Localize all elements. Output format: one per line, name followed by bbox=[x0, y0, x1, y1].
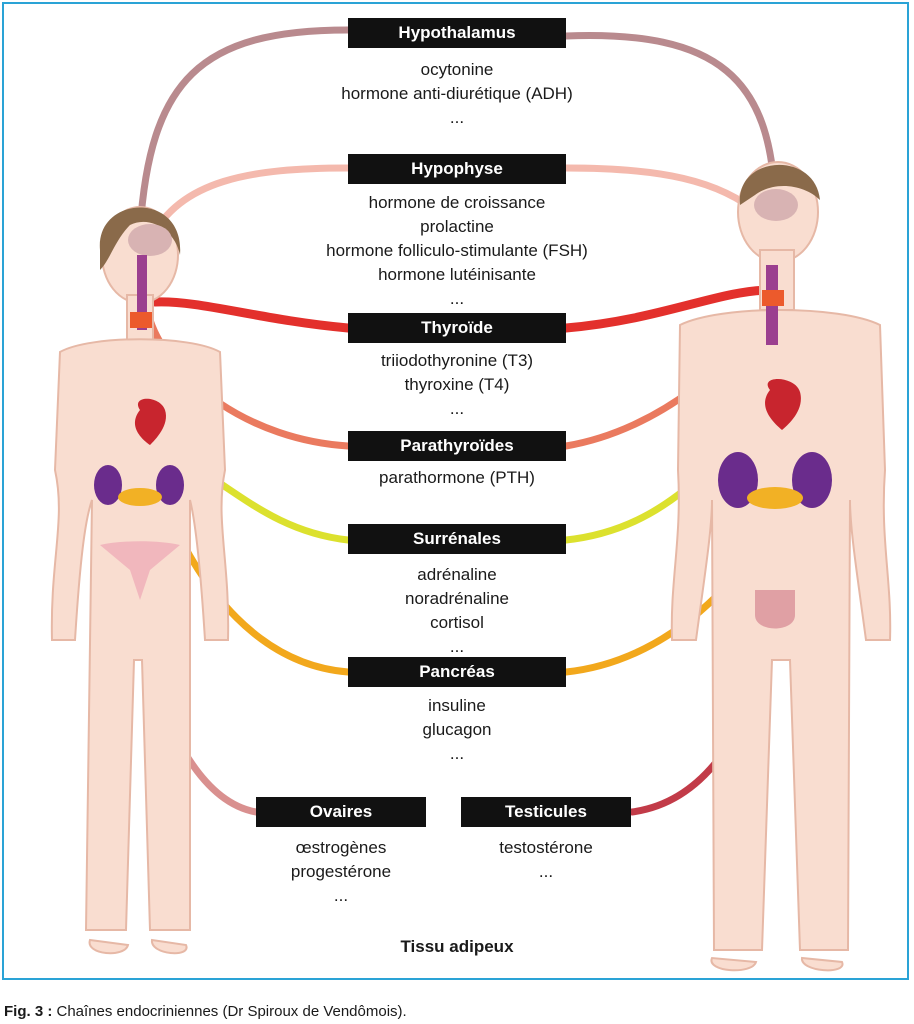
hormones-hypophyse: hormone de croissance prolactine hormone… bbox=[270, 191, 644, 311]
male-left-kidney-icon bbox=[718, 452, 758, 508]
female-brain-icon bbox=[128, 224, 172, 256]
label-ovaires: Ovaires bbox=[256, 797, 426, 827]
hormone-item: ... bbox=[538, 862, 554, 881]
hormone-item: ... bbox=[449, 108, 465, 127]
hormone-item: œstrogènes bbox=[295, 838, 387, 857]
hormone-item: hormone lutéinisante bbox=[378, 265, 536, 284]
hormone-item: noradrénaline bbox=[405, 589, 509, 608]
hormone-item: ... bbox=[449, 637, 465, 656]
hormone-item: ... bbox=[333, 886, 349, 905]
label-testicules: Testicules bbox=[461, 797, 631, 827]
hormone-item: ocytonine bbox=[420, 60, 494, 79]
female-hair-icon bbox=[99, 207, 181, 270]
label-surrenales: Surrénales bbox=[348, 524, 566, 554]
hormone-item: ... bbox=[449, 289, 465, 308]
female-thyroid-icon bbox=[130, 312, 152, 328]
male-right-kidney-icon bbox=[792, 452, 832, 508]
thyroide-connector-left bbox=[150, 297, 353, 333]
hormone-item: progestérone bbox=[290, 862, 392, 881]
hormone-item: cortisol bbox=[430, 613, 484, 632]
hormone-item: parathormone (PTH) bbox=[379, 468, 535, 487]
label-hypophyse: Hypophyse bbox=[348, 154, 566, 184]
female-uterus-icon bbox=[100, 541, 180, 600]
female-organs bbox=[94, 224, 184, 600]
hormones-hypothalamus: ocytonine hormone anti-diurétique (ADH) … bbox=[300, 58, 614, 130]
male-heart-icon bbox=[765, 378, 801, 430]
hormone-item: triiodothyronine (T3) bbox=[380, 351, 534, 370]
female-pituitary-stalk-icon bbox=[137, 255, 147, 330]
figure-caption: Fig. 3 : Chaînes endocriniennes (Dr Spir… bbox=[4, 1003, 407, 1020]
label-hypothalamus: Hypothalamus bbox=[348, 18, 566, 48]
male-pancreas-icon bbox=[747, 487, 803, 509]
hormones-parathyroides: parathormone (PTH) bbox=[300, 466, 614, 490]
hormone-item: insuline bbox=[428, 696, 486, 715]
label-parathyroides: Parathyroïdes bbox=[348, 431, 566, 461]
tissue-label: Tissu adipeux bbox=[400, 937, 514, 956]
hormones-ovaires: œstrogènes progestérone ... bbox=[250, 836, 432, 908]
male-hair-icon bbox=[739, 164, 820, 205]
male-organs bbox=[718, 189, 832, 629]
female-left-kidney-icon bbox=[94, 465, 122, 505]
female-right-kidney-icon bbox=[156, 465, 184, 505]
hormone-item: glucagon bbox=[422, 720, 492, 739]
hormones-testicules: testostérone ... bbox=[455, 836, 637, 884]
hormone-item: adrénaline bbox=[417, 565, 497, 584]
label-thyroide: Thyroïde bbox=[348, 313, 566, 343]
hormone-item: hormone folliculo-stimulante (FSH) bbox=[326, 241, 588, 260]
hormone-item: thyroxine (T4) bbox=[404, 375, 510, 394]
female-pancreas-icon bbox=[118, 488, 162, 506]
male-body bbox=[670, 161, 892, 972]
thyroide-connector-right bbox=[561, 285, 775, 333]
caption-text: Chaînes endocriniennes (Dr Spiroux de Ve… bbox=[52, 1003, 407, 1020]
hormones-surrenales: adrénaline noradrénaline cortisol ... bbox=[300, 563, 614, 659]
figure-frame bbox=[2, 2, 909, 980]
label-pancreas: Pancréas bbox=[348, 657, 566, 687]
hypothalamus-connector-left bbox=[136, 26, 352, 234]
male-testis-icon bbox=[755, 590, 795, 629]
male-brain-icon bbox=[754, 189, 798, 221]
hormone-item: testostérone bbox=[499, 838, 593, 857]
hormones-thyroide: triiodothyronine (T3) thyroxine (T4) ... bbox=[300, 349, 614, 421]
male-thyroid-icon bbox=[762, 290, 784, 306]
hormone-item: hormone anti-diurétique (ADH) bbox=[341, 84, 573, 103]
hormone-item: ... bbox=[449, 399, 465, 418]
hypothalamus-connector-right bbox=[562, 32, 779, 204]
hormone-item: hormone de croissance bbox=[368, 193, 546, 212]
female-heart-icon bbox=[134, 398, 167, 445]
caption-prefix: Fig. 3 : bbox=[4, 1003, 53, 1020]
hormone-item: ... bbox=[449, 744, 465, 763]
hormones-pancreas: insuline glucagon ... bbox=[300, 694, 614, 766]
hormone-item: prolactine bbox=[420, 217, 494, 236]
